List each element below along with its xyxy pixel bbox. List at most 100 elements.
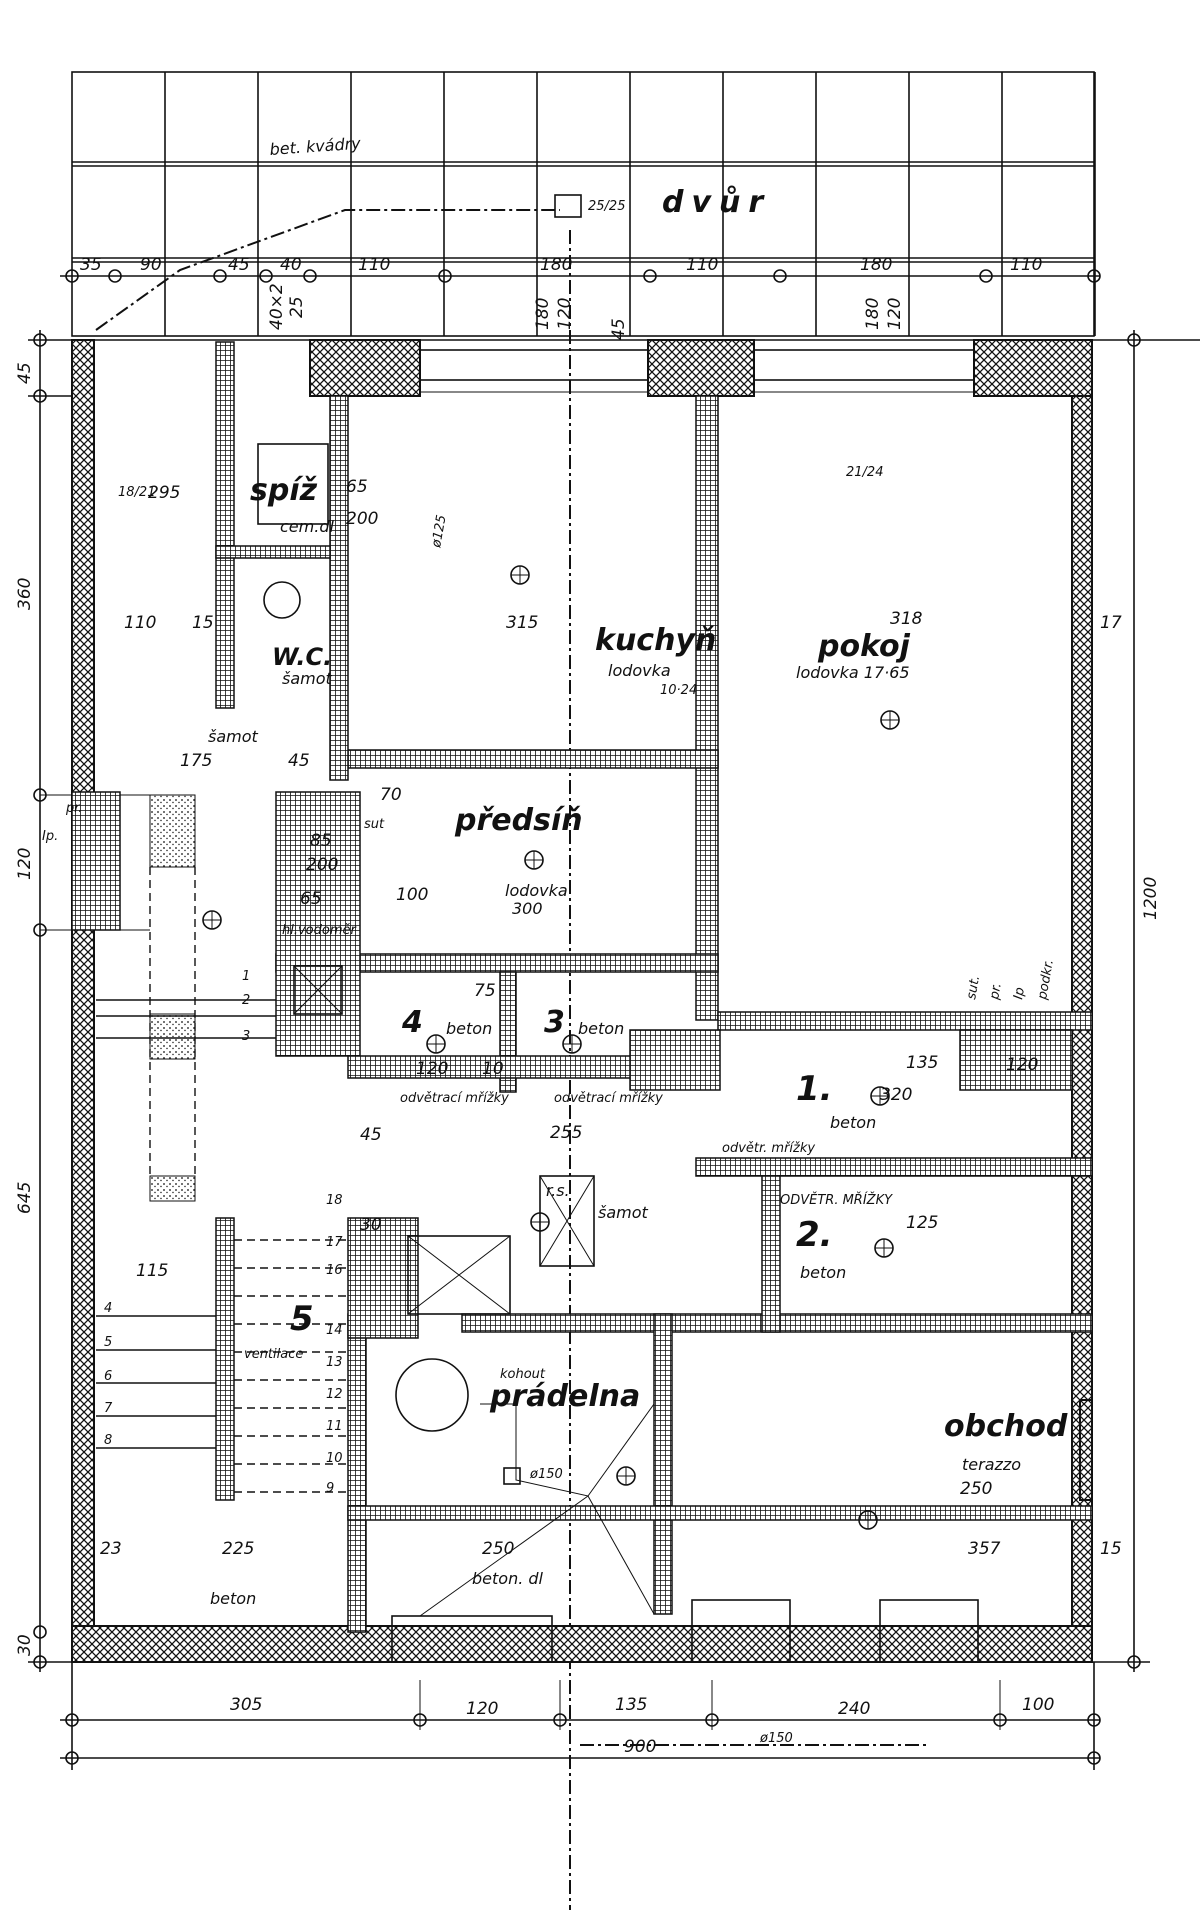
interior-dimension: 200 (346, 509, 378, 529)
dimension-marker (993, 1713, 1007, 1727)
interior-dimension: 100 (396, 885, 428, 905)
interior-dimension: 115 (136, 1261, 168, 1281)
dim-left: 645 (15, 1182, 35, 1214)
stair-number: 13 (326, 1355, 343, 1370)
interior-dimension: 255 (550, 1123, 582, 1143)
annot-window-18-21: 18/21 (118, 485, 155, 500)
rs-floor: šamot (598, 1203, 649, 1222)
floor-drain-icon (871, 1087, 889, 1105)
annot-pipe125: ø125 (429, 514, 450, 550)
annot-pr-right: pr. (987, 982, 1005, 1002)
dimension-marker (33, 788, 47, 802)
dimension-marker (33, 1625, 47, 1639)
stair-number: 5 (104, 1335, 112, 1350)
annot-pipe150b: ø150 (759, 1731, 793, 1746)
drain-size: 25/25 (588, 199, 625, 214)
interior-dimension: 17 (1100, 613, 1122, 633)
courtyard-border (71, 71, 1095, 337)
cellar-1-floor: beton (830, 1113, 876, 1132)
dimension-marker (1127, 333, 1141, 347)
annot-sut-right: sut. (964, 974, 983, 1000)
room-kuchyn: kuchyň (595, 623, 716, 658)
dimension-marker (1087, 269, 1101, 283)
interior-dimension: 15 (192, 613, 214, 633)
floor-drain-icon (511, 566, 529, 584)
stair-number: 17 (326, 1235, 343, 1250)
windows (391, 349, 979, 1663)
room-predsin: předsíň (454, 803, 583, 838)
chimney-flues (149, 794, 196, 1202)
dimension-marker (303, 269, 317, 283)
interior-dimension: 135 (906, 1053, 938, 1073)
stair-number: 7 (104, 1401, 113, 1416)
obchod-floor: terazzo (962, 1455, 1021, 1474)
interior-dimension: 85 (310, 831, 332, 851)
dimension-markers (33, 269, 1141, 1765)
room-obchod: obchod (944, 1409, 1068, 1444)
annot-sut: sut (364, 817, 385, 832)
cellar-3-floor: beton (578, 1019, 624, 1038)
stair-5: 5 (290, 1299, 314, 1339)
stair-number: 12 (326, 1387, 343, 1402)
dim-bottom: 305 (230, 1695, 262, 1715)
interior-dimension: 70 (380, 785, 402, 805)
dimension-marker (438, 269, 452, 283)
dimension-marker (979, 269, 993, 283)
dim-window: 25 (287, 296, 307, 318)
dim-bottom: 135 (615, 1695, 647, 1715)
dimension-marker (1087, 1751, 1101, 1765)
stair-number: 11 (326, 1419, 343, 1434)
courtyard-label: dvůr (662, 185, 771, 220)
dimension-marker (33, 923, 47, 937)
annot-vodomer: hl.vodoměr (282, 923, 357, 938)
stair-number: 14 (326, 1323, 343, 1338)
stair-number: 3 (242, 1029, 250, 1044)
interior-dimension: 120 (416, 1059, 448, 1079)
interior-dimension: 10 (482, 1059, 504, 1079)
dimension-marker (65, 1751, 79, 1765)
dimension-marker (108, 269, 122, 283)
room-wc: W.C. (272, 643, 332, 671)
annot-ip: Ip. (42, 829, 58, 844)
stair-number: 16 (326, 1263, 343, 1278)
interior-dimension: 75 (474, 981, 496, 1001)
interior-dimension: 250 (960, 1479, 992, 1499)
dim-window: 180 (533, 298, 553, 330)
dimension-marker (65, 1713, 79, 1727)
stair-number: 10 (326, 1451, 343, 1466)
interior-dimension: 250 (482, 1539, 514, 1559)
floor-drain-icon (859, 1511, 877, 1529)
dim-top: 45 (228, 255, 250, 275)
wc-floor: šamot (282, 669, 333, 688)
stair-number: 8 (104, 1433, 112, 1448)
annot-kohout: kohout (500, 1367, 546, 1382)
stair-number: 2 (242, 993, 250, 1008)
dim-top: 180 (860, 255, 892, 275)
interior-dimension: 225 (222, 1539, 254, 1559)
dim-top: 110 (358, 255, 390, 275)
interior-dimension: 295 (148, 483, 180, 503)
stair-floor: beton (210, 1589, 256, 1608)
dimension-marker (213, 269, 227, 283)
dim-top: 110 (1010, 255, 1042, 275)
predsin-floor: lodovka (505, 881, 568, 900)
annot-pipe150: ø150 (529, 1467, 563, 1482)
cellar-1: 1. (796, 1069, 833, 1109)
annot-ip-right: Ip (1011, 986, 1028, 1001)
interior-dimension: 45 (288, 751, 310, 771)
dimension-marker (1127, 1655, 1141, 1669)
kuchyn-size: 10·24 (660, 683, 697, 698)
dimension-marker (33, 389, 47, 403)
dim-top: 180 (540, 255, 572, 275)
dim-top: 40 (280, 255, 302, 275)
interior-dimension: 320 (880, 1085, 912, 1105)
predsin-size: 300 (512, 899, 543, 918)
cellar-2-floor: beton (800, 1263, 846, 1282)
dim-window: 120 (555, 298, 575, 330)
annot-ventilace: ventilace (244, 1347, 303, 1362)
dim-bottom: 120 (466, 1699, 498, 1719)
dim-bottom: 240 (838, 1699, 870, 1719)
dim-bottom-total: 900 (624, 1737, 656, 1757)
dim-left: 120 (15, 848, 35, 880)
